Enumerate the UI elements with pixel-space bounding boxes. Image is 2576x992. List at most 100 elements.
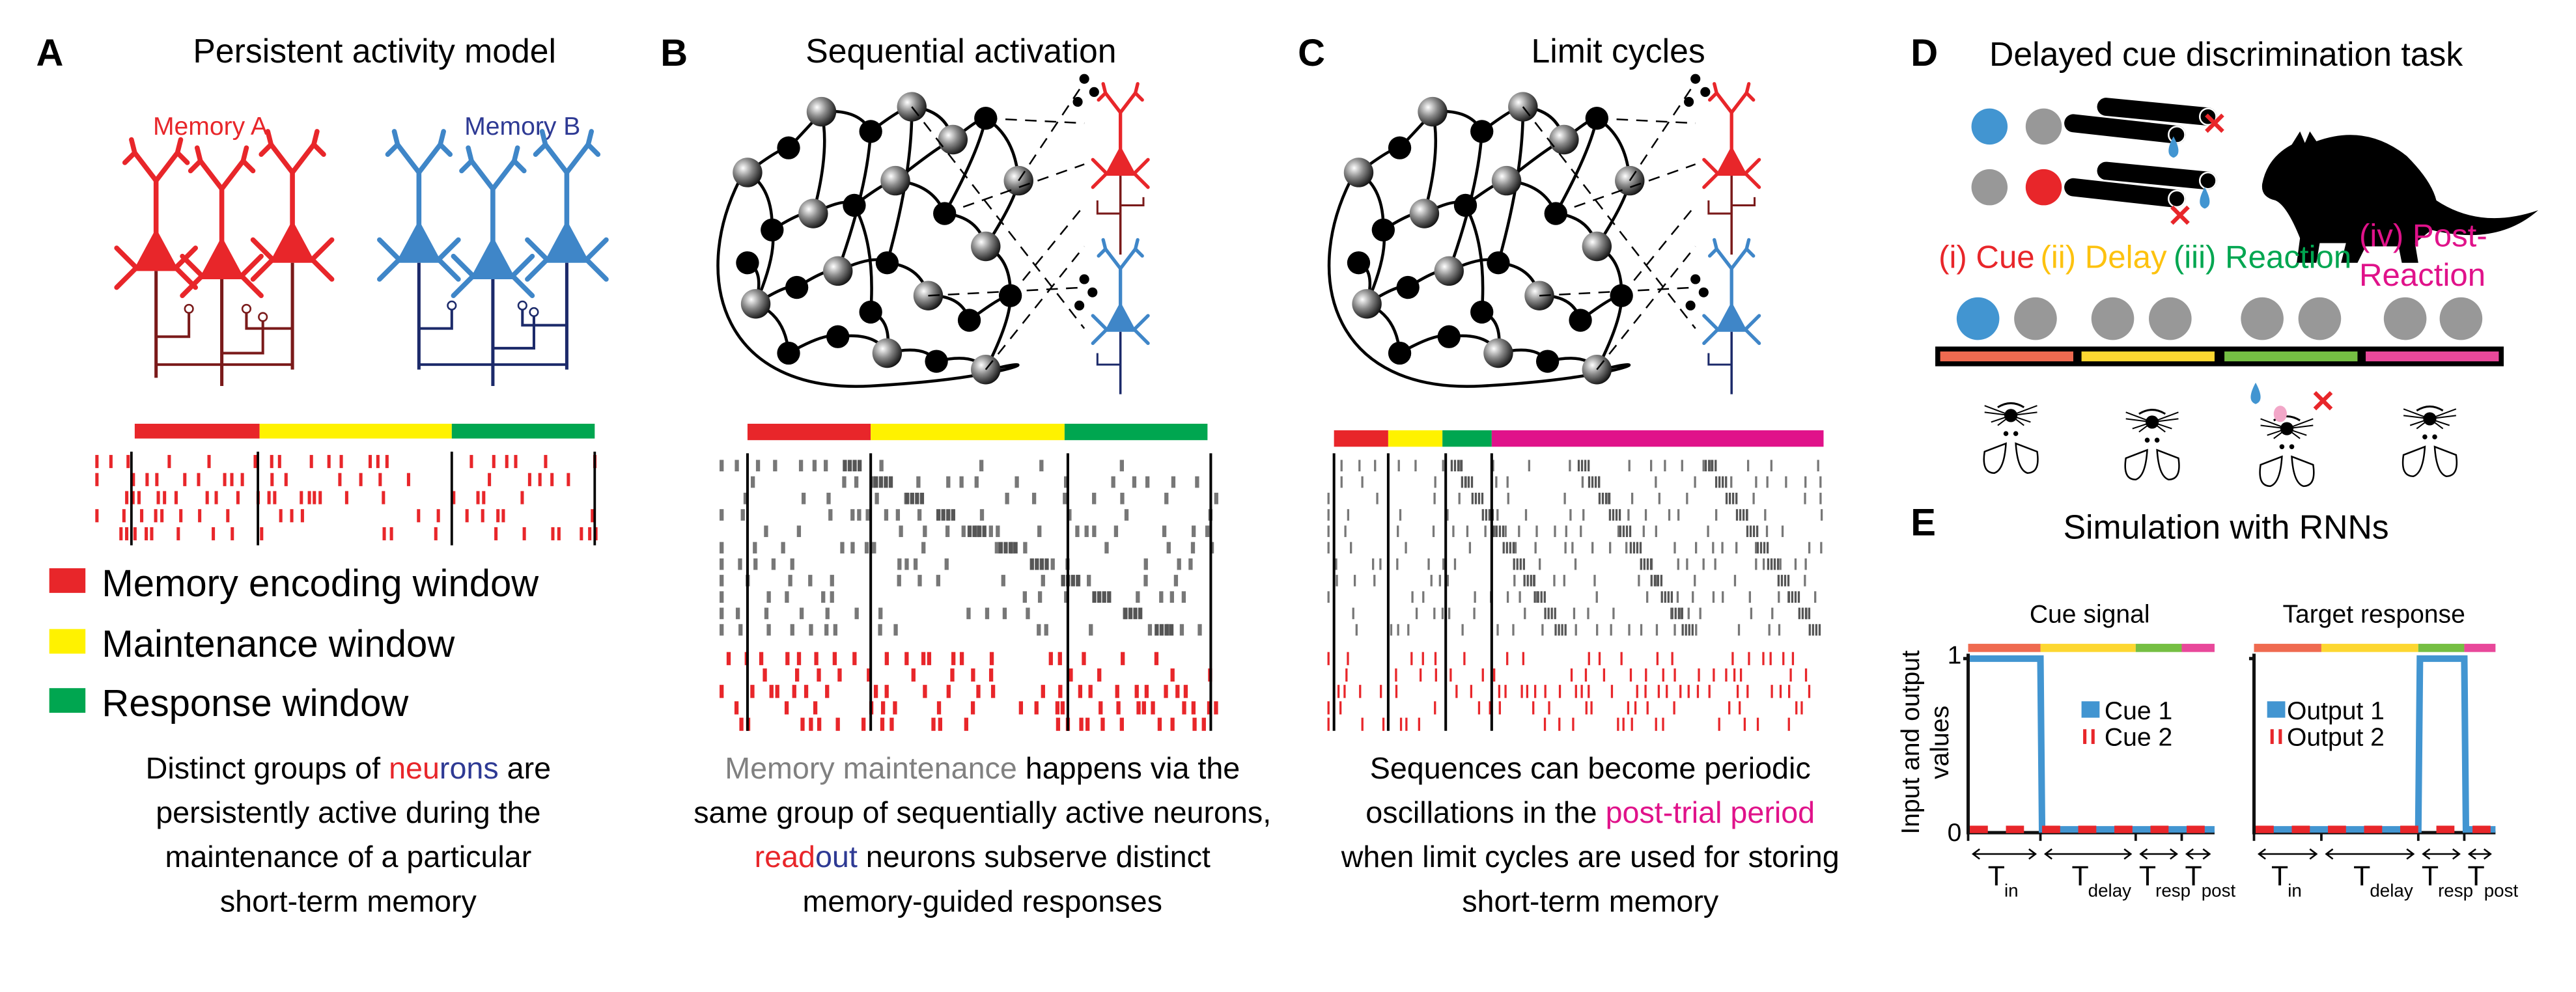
spike <box>759 652 764 665</box>
spike <box>1407 624 1410 636</box>
soma <box>1715 301 1748 332</box>
spike <box>1708 460 1711 472</box>
spike <box>938 717 943 731</box>
dendrite <box>1091 158 1109 176</box>
spike <box>1430 575 1433 586</box>
spike <box>1788 685 1791 698</box>
spike <box>1347 652 1349 665</box>
whisker <box>2010 415 2031 423</box>
spike <box>884 652 889 665</box>
dendrite <box>1091 314 1109 331</box>
readout-input <box>1087 287 1098 297</box>
axon-collateral <box>1096 353 1121 366</box>
spike <box>95 509 99 523</box>
spike <box>1541 624 1544 636</box>
spike <box>1087 575 1091 586</box>
connection <box>852 204 873 312</box>
spike <box>1596 624 1599 636</box>
spike <box>1564 624 1567 636</box>
spike <box>1547 607 1550 620</box>
spike <box>919 492 925 504</box>
spike <box>160 509 164 523</box>
spike <box>825 685 830 698</box>
spike <box>1473 607 1476 620</box>
legend-label-output-1: Output 1 <box>2287 697 2385 725</box>
spike <box>1686 492 1688 504</box>
spike <box>720 460 724 472</box>
spike <box>140 509 144 523</box>
spike <box>205 491 209 504</box>
dendrite <box>1702 171 1720 189</box>
spike <box>1594 476 1597 488</box>
ear <box>2291 455 2315 488</box>
period-subscript: post <box>2202 881 2236 901</box>
arrowhead <box>2325 848 2415 860</box>
spike <box>1646 701 1649 715</box>
spike <box>1725 492 1728 504</box>
readout-input <box>1700 87 1711 97</box>
spike <box>1468 542 1472 554</box>
spike <box>1779 685 1782 698</box>
spike <box>857 460 862 472</box>
spike <box>921 542 926 554</box>
spike <box>1725 668 1728 682</box>
window-legend: Memory encoding window Maintenance windo… <box>49 562 539 724</box>
dendrite <box>583 237 609 262</box>
window-segment <box>134 423 260 439</box>
spike <box>1732 492 1735 504</box>
spike <box>830 591 834 603</box>
spike <box>1692 591 1694 603</box>
spike <box>850 542 855 554</box>
spike <box>1159 624 1164 636</box>
dendrite <box>542 142 570 175</box>
spike <box>1748 591 1751 603</box>
spike <box>734 701 739 715</box>
spike <box>382 491 385 504</box>
axon-collateral <box>492 315 535 350</box>
dendrite <box>239 253 264 279</box>
spike <box>1509 542 1511 554</box>
water-drop-icon <box>2200 187 2210 209</box>
spike <box>1505 542 1508 554</box>
dendrite <box>1702 158 1720 176</box>
spike <box>1718 476 1721 488</box>
spike <box>1575 685 1577 698</box>
network-node <box>1470 300 1494 324</box>
spike <box>878 624 882 636</box>
spike <box>1591 476 1594 488</box>
spike <box>1784 575 1787 586</box>
whisker <box>2151 421 2166 433</box>
ear <box>1983 442 2007 474</box>
period-subscript: delay <box>2088 881 2131 901</box>
spike <box>1590 701 1593 715</box>
spike <box>1120 492 1125 504</box>
spike <box>1506 591 1509 603</box>
panel-label-d: D <box>1911 32 1938 74</box>
spike <box>1327 652 1330 665</box>
spike <box>145 473 149 486</box>
spike <box>1514 542 1517 554</box>
spike <box>893 624 898 636</box>
window-segment <box>871 423 1065 441</box>
soma <box>544 220 590 263</box>
spike <box>1470 685 1473 698</box>
spike <box>1201 717 1206 731</box>
spike <box>1037 624 1041 636</box>
spike <box>1820 542 1823 554</box>
rat-face-icon <box>1983 402 2039 474</box>
whisker <box>1984 411 2011 417</box>
whisker <box>2416 418 2431 430</box>
network-node <box>925 350 948 373</box>
spike <box>1797 591 1800 603</box>
legend-swatch-cue-1 <box>2081 701 2100 718</box>
spike <box>781 542 785 554</box>
dendrite <box>1729 91 1748 115</box>
panel-a: A Persistent activity model Memory A Mem… <box>36 32 609 918</box>
spike <box>1337 685 1340 698</box>
memory-b-label: Memory B <box>464 113 580 141</box>
dendrite <box>198 158 225 191</box>
chart-title-cue-signal: Cue signal <box>2030 600 2150 628</box>
network-node <box>859 300 882 324</box>
spike <box>1612 509 1615 521</box>
network-node <box>971 231 1001 262</box>
